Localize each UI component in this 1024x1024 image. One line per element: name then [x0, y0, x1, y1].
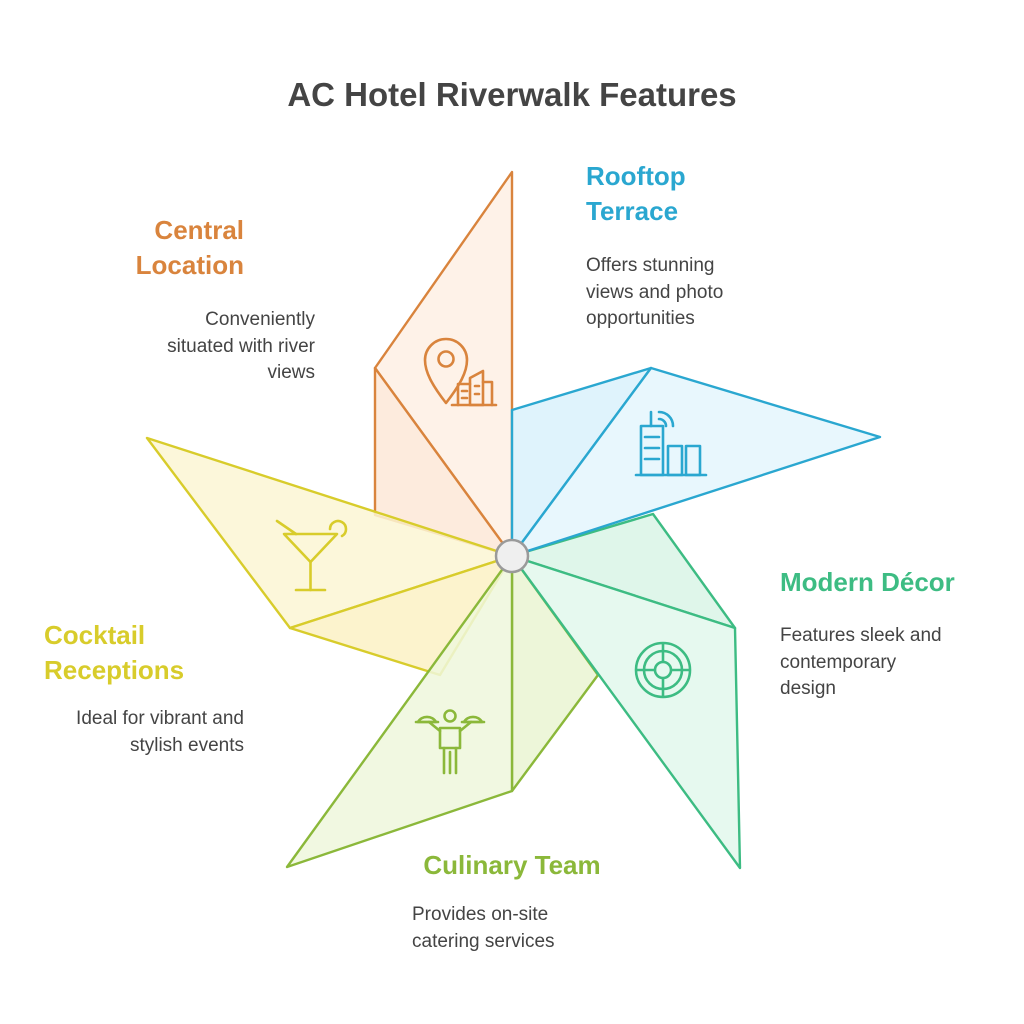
desc-rooftop-terrace-line-2: views and photo	[586, 281, 724, 303]
center-hub	[494, 538, 530, 574]
page-title: AC Hotel Riverwalk Features	[287, 76, 737, 113]
heading-cocktail-receptions-line-2: Receptions	[44, 655, 185, 685]
waiter-trays-icon	[414, 709, 486, 775]
heading-modern-decor-line-1: Modern Décor	[780, 567, 955, 597]
heading-modern-decor: Modern Décor	[780, 565, 1010, 600]
desc-central-location-line-1: Conveniently	[205, 309, 315, 330]
desc-rooftop-terrace-line-3: opportunities	[586, 308, 695, 329]
desc-cocktail-receptions-line-1: Ideal for vibrant and	[76, 708, 244, 729]
heading-central-location-line-2: Location	[135, 250, 244, 280]
heading-central-location-line-1: Central	[154, 215, 244, 245]
blade-rooftop-terrace	[510, 366, 882, 558]
heading-rooftop-terrace-line-2: Terrace	[586, 196, 679, 226]
desc-central-location-line-3: views	[267, 362, 315, 383]
desc-rooftop-terrace: Offers stunning views and photo opportunit…	[586, 253, 846, 333]
desc-central-location: Conveniently situated with river views	[40, 307, 315, 387]
blade-central-location	[373, 170, 514, 558]
location-pin-buildings-icon	[423, 337, 498, 407]
heading-rooftop-terrace-line-1: Rooftop	[586, 161, 686, 191]
desc-central-location-line-2: situated with river	[167, 335, 315, 357]
desc-cocktail-receptions: Ideal for vibrant and stylish events	[30, 706, 244, 759]
heading-culinary-team: Culinary Team	[382, 848, 642, 883]
desc-modern-decor-line-3: design	[780, 678, 836, 699]
blade-modern-decor	[510, 512, 742, 870]
heading-culinary-team-line-1: Culinary Team	[423, 850, 601, 880]
heading-cocktail-receptions-line-1: Cocktail	[44, 620, 146, 650]
cocktail-glass-icon	[275, 519, 348, 592]
desc-modern-decor-line-1: Features sleek and	[780, 625, 942, 646]
desc-modern-decor-line-2: contemporary	[780, 651, 897, 673]
desc-culinary-team: Provides on-site catering services	[412, 902, 652, 955]
desc-culinary-team-line-2: catering services	[412, 930, 555, 952]
desc-modern-decor: Features sleek and contemporary design	[780, 623, 1010, 703]
desc-cocktail-receptions-line-2: stylish events	[129, 734, 244, 756]
desc-rooftop-terrace-line-1: Offers stunning	[586, 255, 715, 276]
tower-signal-buildings-icon	[634, 410, 708, 477]
circular-emblem-icon	[634, 641, 692, 699]
desc-culinary-team-line-1: Provides on-site	[412, 904, 549, 925]
